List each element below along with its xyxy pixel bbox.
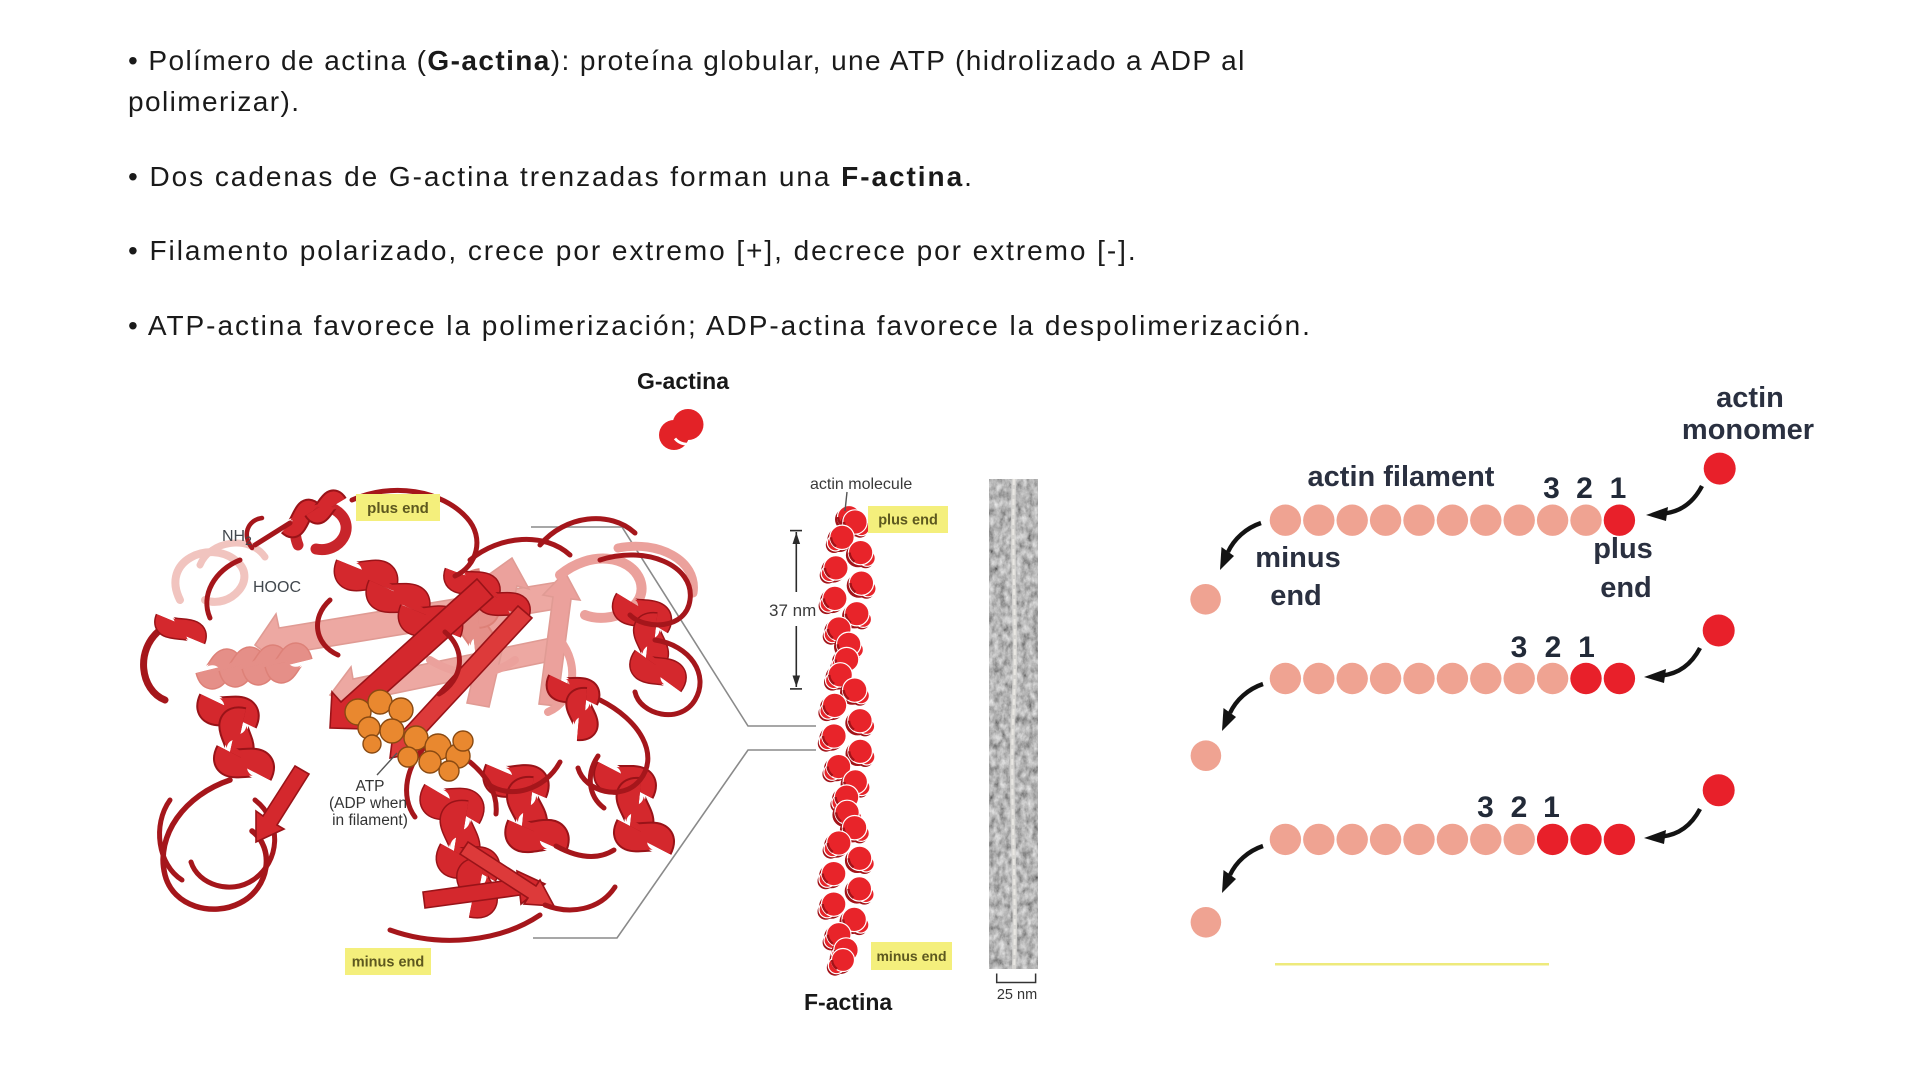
svg-text:plus end: plus end	[878, 513, 938, 529]
svg-text:end: end	[1270, 580, 1322, 612]
svg-text:plus: plus	[1593, 533, 1653, 565]
svg-text:37 nm: 37 nm	[769, 601, 816, 620]
svg-text:minus end: minus end	[352, 955, 425, 971]
svg-text:25 nm: 25 nm	[997, 987, 1037, 1003]
svg-text:actin molecule: actin molecule	[810, 476, 912, 493]
svg-text:3: 3	[1511, 631, 1528, 664]
svg-text:G-actina: G-actina	[637, 368, 729, 394]
svg-text:ATP: ATP	[356, 778, 385, 795]
svg-text:minus end: minus end	[876, 948, 946, 964]
svg-text:F-actina: F-actina	[804, 989, 892, 1015]
svg-text:3: 3	[1477, 791, 1494, 824]
svg-text:(ADP when: (ADP when	[329, 795, 407, 812]
svg-text:1: 1	[1610, 472, 1627, 505]
svg-text:HOOC: HOOC	[253, 579, 301, 596]
svg-text:1: 1	[1543, 791, 1560, 824]
svg-text:2: 2	[1576, 472, 1593, 505]
svg-text:1: 1	[1578, 631, 1595, 664]
svg-text:end: end	[1600, 572, 1652, 604]
svg-text:actin: actin	[1716, 382, 1784, 414]
svg-text:actin filament: actin filament	[1308, 461, 1495, 493]
svg-text:2: 2	[1545, 631, 1562, 664]
svg-text:2: 2	[1511, 791, 1528, 824]
svg-text:NH2: NH2	[222, 528, 252, 548]
svg-text:minus: minus	[1255, 542, 1340, 574]
svg-text:in filament): in filament)	[332, 812, 408, 829]
svg-text:3: 3	[1543, 472, 1560, 505]
svg-text:plus end: plus end	[367, 500, 429, 517]
svg-text:monomer: monomer	[1682, 414, 1814, 446]
